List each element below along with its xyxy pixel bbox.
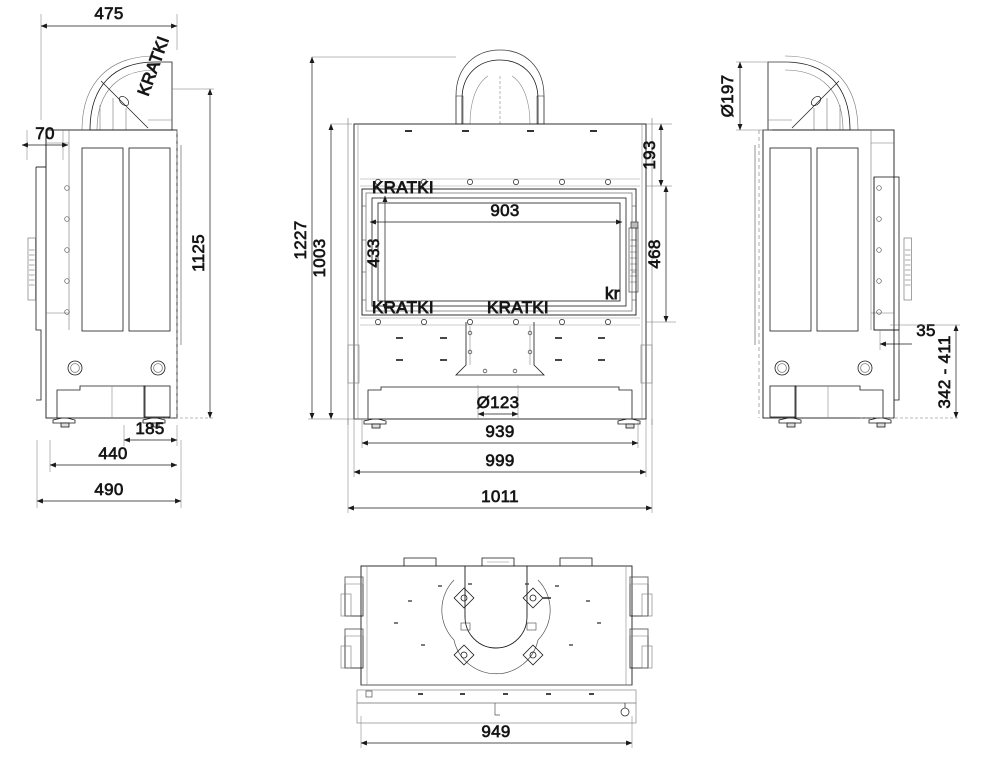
dim-front-1003: 1003 [310, 238, 329, 277]
plan-flue-opening [441, 566, 551, 675]
plan-top-tabs [403, 557, 593, 566]
front-frame-label-bc: KRATKI [487, 298, 549, 317]
left-view-dimensions: 475 70 1125 185 440 490 [21, 4, 214, 508]
right-view-dimensions: Ø197 35 342 - 411 [718, 61, 960, 419]
plan-bolt-markers [453, 587, 544, 666]
right-door-handle [903, 237, 912, 301]
dim-front-939: 939 [485, 422, 514, 441]
dim-left-440: 440 [98, 444, 127, 463]
dim-right-35: 35 [916, 321, 936, 340]
dim-front-468: 468 [645, 239, 664, 268]
left-door-handle [27, 237, 36, 301]
dim-front-433: 433 [364, 238, 383, 267]
dim-right-leg-range: 342 - 411 [935, 335, 954, 408]
plan-left-brackets [340, 576, 364, 669]
plan-bottom-strip [356, 684, 637, 724]
front-top-bolt-row [360, 178, 640, 187]
dim-front-1227: 1227 [291, 220, 310, 259]
front-door-handle [628, 221, 639, 293]
front-view-dimensions: 1227 1003 193 468 903 433 Ø123 939 [291, 56, 676, 513]
right-bottom-holes [774, 360, 873, 376]
right-panel-1 [769, 147, 812, 332]
right-side-view [754, 55, 912, 428]
front-frame-label-tl: KRATKI [372, 178, 434, 197]
flue-elbow-right [767, 55, 859, 131]
front-body-outline [353, 123, 647, 420]
dim-front-903: 903 [490, 201, 519, 220]
right-panel-2 [816, 147, 859, 332]
plan-right-brackets [629, 576, 653, 669]
plan-view-dimensions: 949 [360, 716, 633, 748]
front-lower-bolt-row [360, 317, 640, 326]
front-base-legs [347, 344, 653, 429]
right-body-outline [762, 129, 895, 419]
front-air-intake-box [455, 322, 545, 376]
dim-left-185: 185 [135, 419, 164, 438]
front-glass-inner [377, 202, 621, 302]
dim-front-193: 193 [640, 140, 659, 169]
plan-side-clamps [460, 597, 551, 631]
left-panel-2 [128, 147, 171, 332]
front-frame-label-bl: KRATKI [372, 298, 434, 317]
left-bottom-holes [67, 360, 166, 376]
front-frame-label-br: kr [605, 284, 620, 303]
plan-view [340, 557, 653, 724]
dim-front-1011: 1011 [481, 487, 519, 506]
dim-plan-949: 949 [481, 722, 510, 741]
dim-front-999: 999 [485, 451, 514, 470]
front-glass-outer [371, 197, 627, 307]
left-panel-1 [81, 147, 124, 332]
flue-outlet-front [455, 49, 545, 125]
dim-front-flue-dia: Ø123 [477, 393, 520, 412]
plan-surface-marks [394, 583, 601, 646]
dim-left-475: 475 [94, 4, 123, 23]
right-base-legs [769, 385, 892, 428]
left-bolt-column [64, 185, 70, 315]
dim-right-flue-dia: Ø197 [718, 75, 737, 118]
dim-left-490: 490 [94, 480, 123, 499]
dim-left-70: 70 [35, 124, 55, 143]
dim-left-1125: 1125 [189, 234, 208, 272]
left-base-legs [52, 385, 171, 428]
